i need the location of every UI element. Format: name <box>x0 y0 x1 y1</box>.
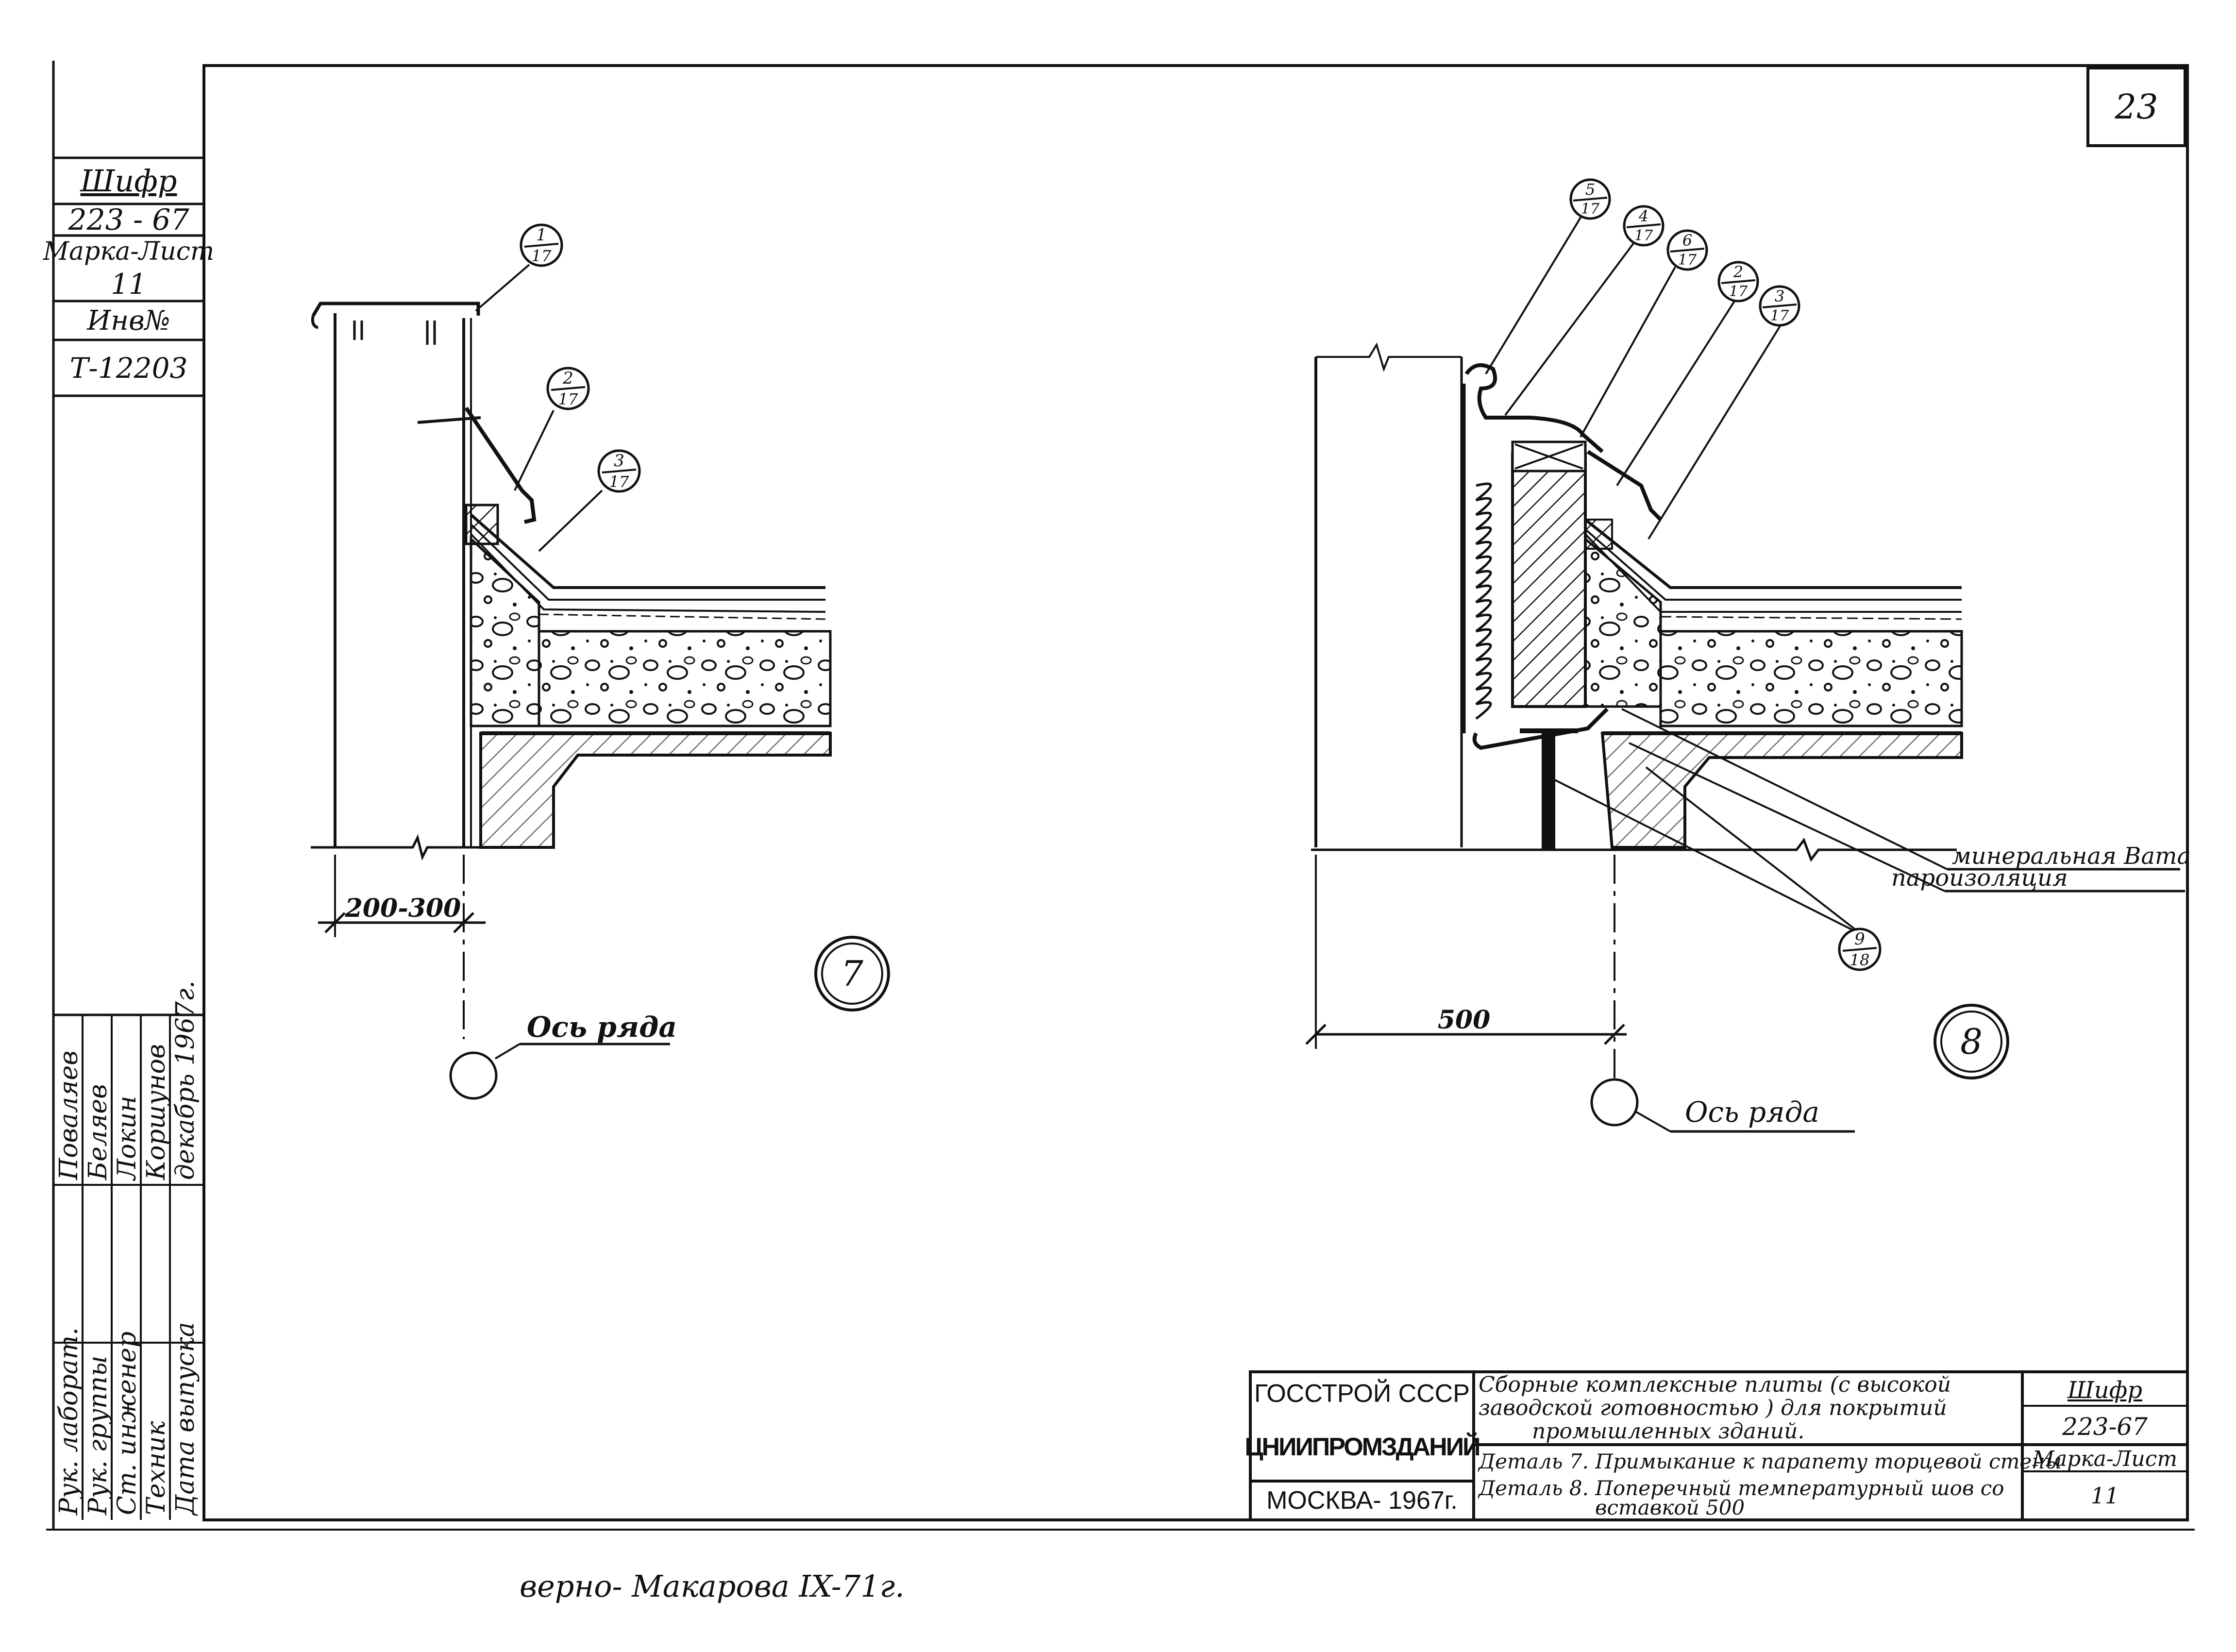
side-inv-value: Т-12203 <box>69 351 188 385</box>
d7-callout-1-den: 17 <box>531 247 552 265</box>
tb-code-value: 223-67 <box>2062 1412 2148 1441</box>
axis-circle-7 <box>449 1051 498 1100</box>
role-3: Ст. инженер <box>113 1331 142 1515</box>
d8-callout-2-den: 17 <box>1729 283 1748 300</box>
name-1: Поваляев <box>54 1050 84 1180</box>
tb-mark-label: Марка-Лист <box>2032 1446 2178 1471</box>
d8-callout-3-den: 17 <box>1770 307 1789 324</box>
d8-mineral-wool-label: минеральная Вата <box>1952 842 2191 870</box>
d8-callout-4-den: 17 <box>1634 227 1653 244</box>
side-mark-label: Марка-Лист <box>43 236 215 266</box>
tb-code-label: Шифр <box>2068 1376 2142 1404</box>
side-inv-label: Инв№ <box>87 304 170 337</box>
d8-callout-5-den: 17 <box>1580 200 1600 218</box>
d8-callout-2-num: 2 <box>1733 263 1744 281</box>
side-code-label: Шифр <box>80 163 177 199</box>
d7-axis-label: Ось ряда <box>527 1011 677 1044</box>
tb-mark-value: 11 <box>2090 1483 2119 1509</box>
role-4: Техник <box>142 1421 171 1515</box>
d8-callout-9-num: 9 <box>1854 929 1865 949</box>
detail-7-callouts <box>520 223 890 1011</box>
d8-callout-6-num: 6 <box>1682 231 1693 250</box>
page-number: 23 <box>2115 87 2158 127</box>
certification-note: верно- Макарова IX-71г. <box>520 1568 905 1604</box>
city-year: МОСКВА- 1967г. <box>1266 1486 1458 1515</box>
sheet-frame <box>202 64 2189 1521</box>
detail-7-caption: Деталь 7. Примыкание к парапету торцевой… <box>1479 1450 2062 1473</box>
d7-number: 7 <box>841 953 863 994</box>
d7-callout-2-num: 2 <box>563 369 573 388</box>
d8-dimension: 500 <box>1437 1005 1491 1035</box>
d7-callout-2-den: 17 <box>558 390 578 408</box>
detail-7-section <box>311 264 832 1100</box>
d7-callout-3-den: 17 <box>609 472 629 491</box>
d7-callout-3-num: 3 <box>614 451 624 471</box>
org-institute: ЦНИИПРОМЗДАНИЙ <box>1244 1433 1481 1461</box>
name-4: Коршунов <box>142 1044 171 1180</box>
detail-8-callouts <box>1569 178 2009 1079</box>
d8-axis-label: Ось ряда <box>1685 1096 1819 1129</box>
side-mark-value: 11 <box>111 268 147 301</box>
d8-callout-6-den: 17 <box>1678 251 1697 269</box>
page-number-box <box>2086 67 2186 147</box>
d8-callout-4-num: 4 <box>1638 207 1649 225</box>
side-code-value: 223 - 67 <box>68 202 189 237</box>
d8-callout-9-den: 18 <box>1849 951 1870 969</box>
d7-callout-1-num: 1 <box>536 225 547 245</box>
title-block-frame <box>1249 1370 2189 1521</box>
d8-callout-5-num: 5 <box>1585 180 1596 199</box>
d8-vapor-barrier-label: пароизоляция <box>1891 864 2068 892</box>
d8-number: 8 <box>1960 1021 1983 1062</box>
detail-8-caption: Деталь 8. Поперечный температурный шов с… <box>1479 1476 2004 1519</box>
role-2: Рук. группы <box>84 1355 113 1515</box>
role-5: Дата выпуска <box>171 1322 200 1515</box>
name-5: декабрь 1967г. <box>171 980 200 1180</box>
role-1: Рук. лаборат. <box>54 1327 84 1515</box>
axis-circle-8 <box>1590 1078 1639 1127</box>
detail-8-section <box>1305 213 2185 1133</box>
sheet-title: Сборные комплексные плиты (с высокой зав… <box>1479 1372 1951 1444</box>
d7-dimension: 200-300 <box>345 893 461 923</box>
name-2: Беляев <box>84 1084 113 1180</box>
org-gosstroy: ГОССТРОЙ СССР <box>1254 1380 1470 1408</box>
d8-callout-3-num: 3 <box>1774 287 1785 305</box>
name-3: Локин <box>113 1096 142 1180</box>
